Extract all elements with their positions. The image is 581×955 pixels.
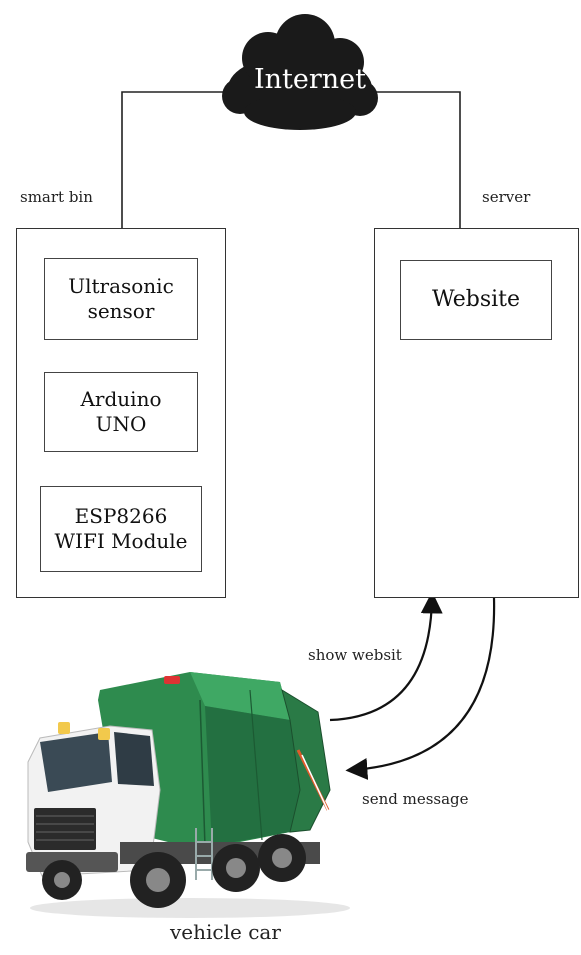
smart-bin-label: smart bin (20, 188, 93, 206)
component-label-line1: ESP8266 (74, 504, 168, 528)
server-label: server (482, 188, 531, 206)
component-label-line2: sensor (87, 299, 155, 323)
website-block: Website (400, 260, 552, 340)
database-label: data base (494, 486, 540, 527)
edge-send-message (345, 597, 496, 780)
arduino-uno-block: Arduino UNO (44, 372, 198, 452)
component-label-line2: UNO (95, 412, 147, 436)
ultrasonic-sensor-block: Ultrasonic sensor (44, 258, 198, 340)
internet-label: Internet (254, 64, 367, 95)
component-label-line1: Arduino (80, 387, 162, 411)
database-label-line1: data (500, 487, 534, 505)
database-label-line2: base (499, 507, 535, 526)
website-label: Website (431, 287, 521, 313)
vehicle-car-label: vehicle car (170, 920, 281, 944)
connector-server-internet (352, 91, 461, 228)
show-website-label: show websit (308, 646, 402, 664)
esp8266-wifi-block: ESP8266 WIFI Module (40, 486, 202, 572)
edge-show-website (329, 591, 443, 722)
component-label-line1: Ultrasonic (68, 274, 174, 298)
garbage-truck-icon (26, 672, 350, 918)
cloud-icon (222, 14, 378, 130)
connector-bin-internet (121, 91, 238, 228)
component-label-line2: WIFI Module (54, 529, 188, 553)
send-message-label: send message (362, 790, 469, 808)
